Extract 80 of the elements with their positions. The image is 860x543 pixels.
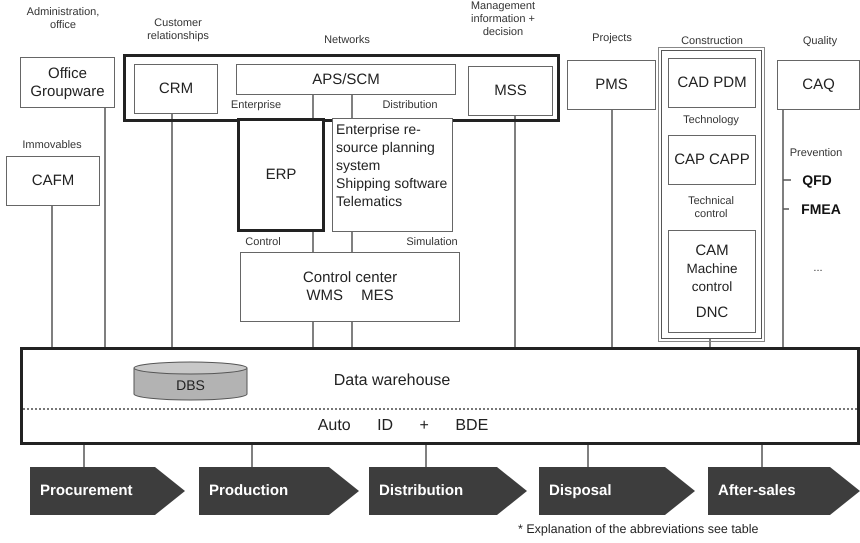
- category-heading: Customer relationships: [146, 17, 210, 43]
- category-heading: Networks: [323, 34, 371, 47]
- footnote: * Explanation of the abbreviations see table: [518, 522, 758, 536]
- process-step: [30, 467, 185, 515]
- connector-line: [104, 108, 106, 347]
- step-label: Disposal: [548, 482, 612, 500]
- box-label: CRM: [158, 80, 194, 98]
- box-label: DNC: [696, 304, 728, 322]
- system-box: [6, 156, 100, 206]
- section-label: Control: [245, 236, 281, 249]
- connector-line: [312, 232, 314, 252]
- box-label: Enterprise re- source planning system: [336, 120, 436, 174]
- system-box: [668, 135, 756, 185]
- database-label: DBS: [176, 376, 205, 394]
- group-frame: [661, 50, 762, 339]
- connector-line: [782, 110, 784, 347]
- database-cylinder: [133, 361, 248, 401]
- section-label: Enterprise: [230, 99, 282, 112]
- section-label: ...: [813, 262, 823, 275]
- section-label: Technology: [683, 114, 739, 127]
- section-label: Technical control: [687, 195, 735, 221]
- system-box: [468, 66, 553, 116]
- connector-line: [251, 445, 253, 467]
- connector-line: [312, 322, 314, 347]
- data-warehouse-box: [20, 347, 860, 445]
- box-label: CAD PDM: [677, 74, 747, 92]
- system-box: [668, 58, 756, 108]
- box-label: Control center: [302, 269, 398, 287]
- box-label: MSS: [494, 82, 527, 100]
- box-label: CAP CAPP: [674, 151, 750, 169]
- box-label: CAQ: [802, 76, 835, 94]
- system-box: [236, 64, 456, 95]
- connector-line: [761, 445, 763, 467]
- system-box: [332, 118, 453, 232]
- section-label: Distribution: [382, 99, 438, 112]
- group-frame: [123, 54, 560, 122]
- connector-line: [611, 110, 613, 347]
- method-label: QFD: [802, 172, 832, 188]
- system-box: [567, 60, 656, 110]
- system-box: [240, 252, 460, 322]
- process-step: [199, 467, 359, 515]
- step-label: After-sales: [717, 482, 796, 500]
- process-step: [708, 467, 860, 515]
- box-label: Auto ID + BDE: [318, 417, 488, 435]
- box-label: Telematics: [336, 192, 402, 210]
- system-box: [237, 118, 325, 232]
- system-box: [777, 60, 860, 110]
- box-label: CAM: [695, 242, 729, 260]
- box-label: WMS MES: [306, 287, 394, 305]
- category-heading: Quality: [802, 35, 838, 48]
- system-box: [668, 230, 756, 333]
- box-label: Shipping software: [336, 174, 448, 192]
- connector-line: [51, 206, 53, 347]
- section-label: Simulation: [406, 236, 458, 249]
- process-step: [539, 467, 695, 515]
- system-box: [134, 64, 218, 114]
- section-label: Prevention: [790, 147, 842, 160]
- box-label: PMS: [595, 76, 628, 94]
- step-label: Procurement: [39, 482, 133, 500]
- connector-line: [587, 445, 589, 467]
- connector-line: [351, 322, 353, 347]
- step-label: Distribution: [378, 482, 464, 500]
- category-heading: Management information + decision: [470, 0, 536, 39]
- category-heading: Construction: [680, 35, 744, 48]
- process-step: [369, 467, 527, 515]
- connector-line: [425, 445, 427, 467]
- step-label: Production: [208, 482, 288, 500]
- method-label: FMEA: [801, 201, 841, 217]
- box-label: CAFM: [32, 172, 74, 190]
- connector-line: [83, 445, 85, 467]
- category-heading: Immovables: [21, 139, 83, 152]
- box-label: ERP: [266, 166, 296, 184]
- category-heading: Projects: [591, 32, 633, 45]
- system-box: [20, 57, 115, 108]
- box-label: APS/SCM: [312, 70, 380, 88]
- box-label: Data warehouse: [334, 372, 450, 390]
- box-label: Office Groupware: [29, 64, 106, 100]
- box-label: Machine control: [685, 260, 739, 296]
- category-heading: Administration, office: [26, 6, 100, 32]
- connector-line: [351, 232, 353, 252]
